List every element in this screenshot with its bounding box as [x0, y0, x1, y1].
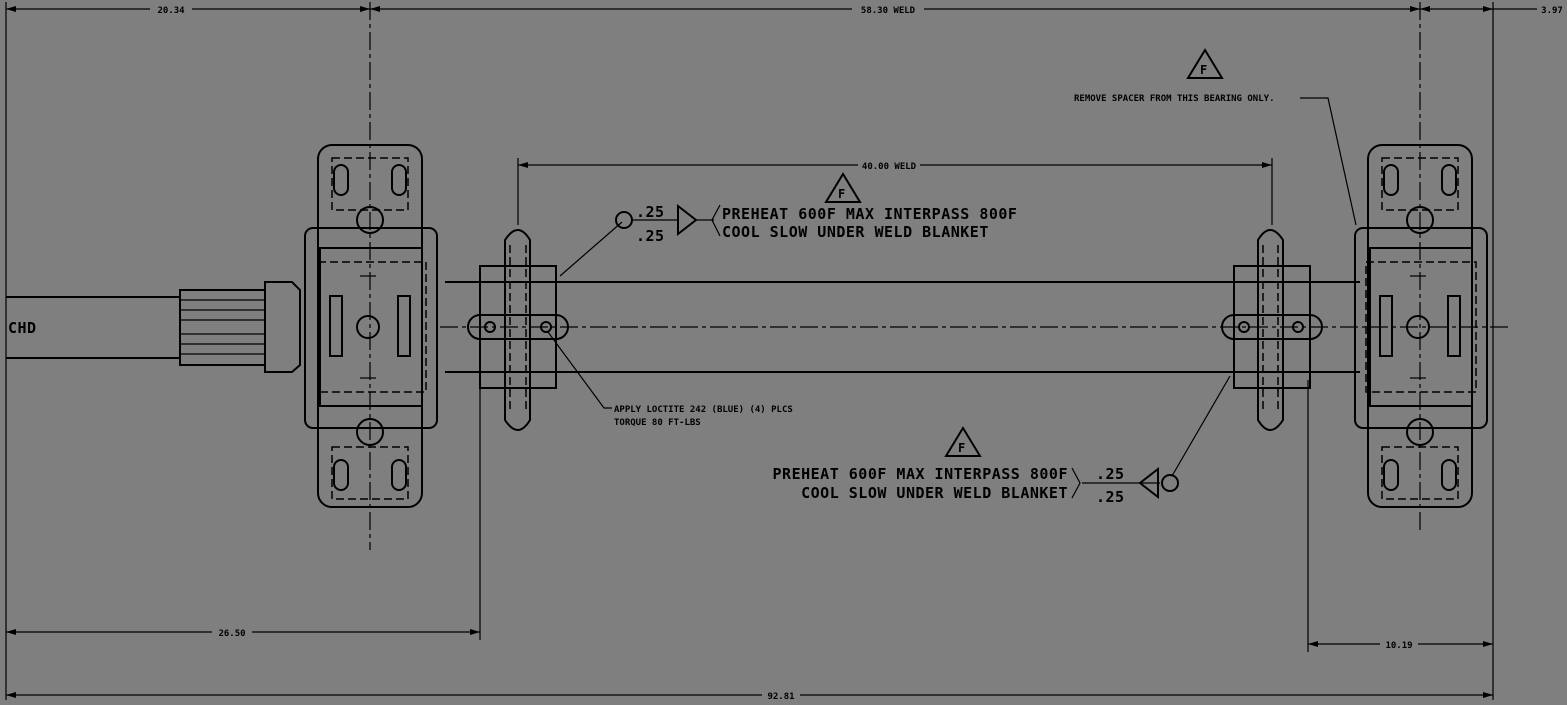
main-shaft	[440, 281, 1510, 373]
weld-upper-size-bottom: .25	[636, 227, 665, 245]
dim-bottom-right: 10.19	[1385, 641, 1412, 651]
shaft-stub-left	[6, 281, 301, 373]
dimension-top	[6, 2, 1567, 16]
flag-upper-label: F	[1200, 63, 1208, 77]
dim-inner-span: 40.00 WELD	[862, 162, 917, 172]
weld-lower-size-top: .25	[1096, 465, 1125, 483]
weld-upper-note-line1: PREHEAT 600F MAX INTERPASS 800F	[722, 205, 1017, 223]
extension-lines	[5, 2, 1494, 700]
flag-triangle-upper	[1186, 48, 1224, 79]
loctite-note-line2: TORQUE 80 FT-LBS	[614, 418, 701, 428]
weld-symbol-upper	[559, 203, 721, 277]
spacer-note: REMOVE SPACER FROM THIS BEARING ONLY.	[1074, 94, 1274, 104]
dimension-overall	[6, 688, 1493, 702]
weld-lower-size-bottom: .25	[1096, 488, 1125, 506]
dim-top-center: 58.30 WELD	[861, 6, 916, 16]
shaft-end-label: CHD	[8, 319, 37, 337]
dim-top-right: 3.97	[1541, 6, 1563, 16]
dimension-inner-span	[518, 158, 1272, 172]
hub-left	[467, 229, 569, 431]
loctite-note-line1: APPLY LOCTITE 242 (BLUE) (4) PLCS	[614, 405, 793, 415]
bearing-left	[304, 144, 438, 508]
dim-top-left: 20.34	[157, 6, 185, 16]
dimension-bottom-left	[6, 625, 480, 639]
weld-upper-size-top: .25	[636, 203, 665, 221]
flag-triangle-lower	[944, 426, 982, 457]
flag-middle-label: F	[838, 187, 846, 201]
spacer-leader	[1300, 97, 1357, 226]
weld-symbol-lower	[1071, 375, 1231, 500]
weld-upper-note-line2: COOL SLOW UNDER WELD BLANKET	[722, 223, 989, 241]
dim-overall: 92.81	[767, 692, 794, 702]
dimension-bottom-right	[1308, 637, 1493, 651]
loctite-leader	[547, 331, 612, 409]
weld-lower-note-line1: PREHEAT 600F MAX INTERPASS 800F	[773, 465, 1068, 483]
flag-triangle-middle	[824, 172, 862, 203]
dim-bottom-left: 26.50	[218, 629, 245, 639]
bearing-right	[1310, 144, 1488, 508]
hub-right	[1221, 229, 1323, 431]
weld-lower-note-line2: COOL SLOW UNDER WELD BLANKET	[801, 484, 1068, 502]
flag-lower-label: F	[958, 441, 966, 455]
